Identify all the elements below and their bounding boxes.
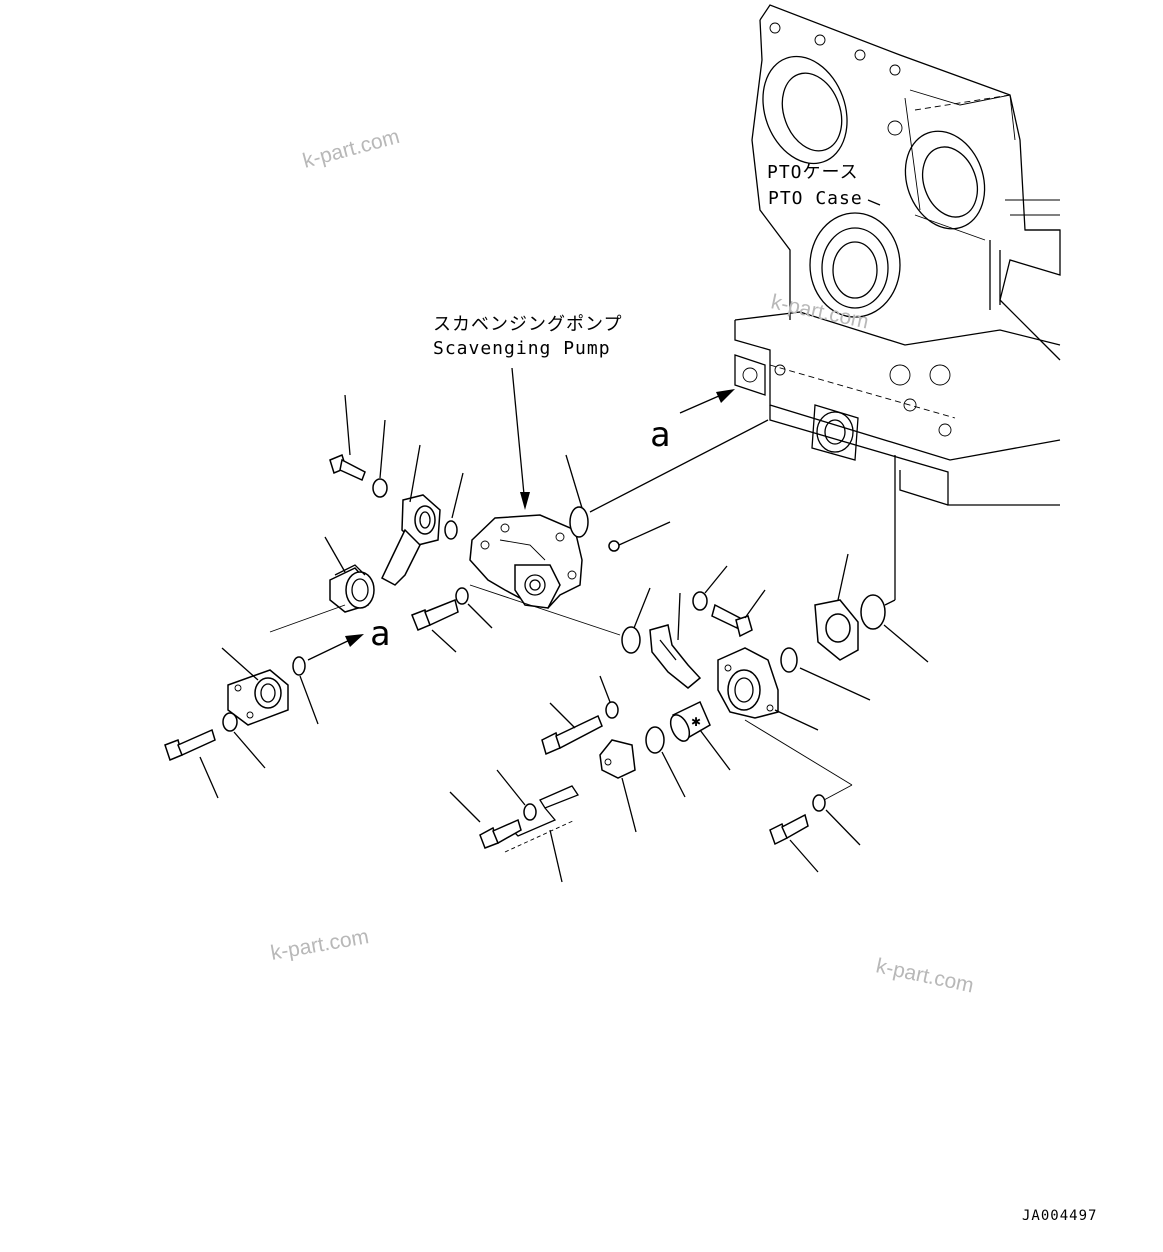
bolt-right-top <box>711 589 766 638</box>
scavenging-pump-label: スカベンジングポンプ Scavenging Pump <box>433 314 622 510</box>
o-ring-small <box>645 726 686 798</box>
outlet-housing <box>717 647 853 786</box>
washer-lower-center <box>599 675 619 719</box>
ref-a-lower: a <box>370 614 390 654</box>
connector-clamp <box>269 536 375 633</box>
gasket-plate <box>814 553 859 661</box>
watermark-1: k-part.com <box>300 125 402 173</box>
o-ring-left <box>292 656 319 725</box>
pump-label-jp: スカベンジングポンプ <box>433 314 622 335</box>
o-ring-upper <box>444 472 464 540</box>
washer-bracket <box>496 769 537 821</box>
svg-text:✱: ✱ <box>691 715 701 729</box>
o-ring-right <box>780 647 871 701</box>
washer-lower-right <box>812 784 861 846</box>
washer-right-top <box>692 565 728 611</box>
o-ring-far-right <box>860 455 929 663</box>
gasket-upper <box>565 419 769 538</box>
pto-case-label: PTOケース PTO Case <box>767 162 881 209</box>
bolt-lower-right <box>769 813 819 873</box>
bolt-mid <box>411 598 459 653</box>
watermark-4: k-part.com <box>874 954 976 997</box>
o-ring-mid <box>621 587 651 654</box>
watermark-3: k-part.com <box>269 925 371 965</box>
washer-mid <box>455 587 493 629</box>
pto-case-label-en: PTO Case <box>768 188 863 209</box>
ref-arrow-upper: a <box>650 389 735 455</box>
washer-upper <box>372 419 388 498</box>
scavenging-pump <box>469 514 621 636</box>
washer-lower-left <box>222 712 266 769</box>
ref-arrow-lower: a <box>307 614 390 661</box>
pto-case <box>734 4 1061 506</box>
flange-block <box>221 647 289 726</box>
pipe-sleeve: ✱ <box>669 700 731 771</box>
dowel-pin <box>608 521 671 552</box>
drawing-number: JA004497 <box>1022 1208 1097 1224</box>
pump-label-en: Scavenging Pump <box>433 338 611 359</box>
pto-case-label-jp: PTOケース <box>767 162 859 183</box>
bolt-bracket <box>449 791 522 849</box>
bolt-lower-center <box>541 702 603 756</box>
pipe-elbow <box>649 592 702 689</box>
ref-a-upper: a <box>650 415 670 455</box>
bolt-upper <box>329 394 366 482</box>
bolt-lower-left <box>164 728 219 799</box>
bracket <box>504 785 579 883</box>
cover-plate <box>599 739 637 833</box>
tube-elbow <box>381 444 441 586</box>
